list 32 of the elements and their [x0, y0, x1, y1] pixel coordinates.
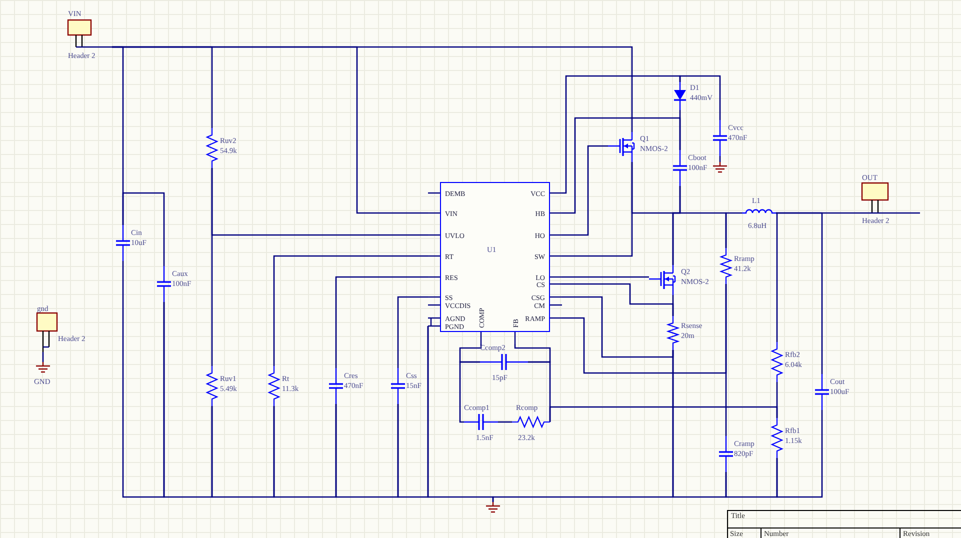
wire	[719, 156, 721, 162]
wire	[679, 75, 721, 120]
wire	[679, 110, 681, 150]
wire	[42, 352, 44, 362]
wire	[211, 168, 428, 236]
wire	[562, 145, 608, 236]
wire	[776, 212, 858, 214]
wire	[725, 284, 727, 436]
wire	[273, 255, 428, 366]
wire	[163, 302, 213, 498]
wire	[122, 261, 165, 498]
wire	[335, 276, 428, 368]
wire	[498, 421, 512, 423]
wire	[562, 296, 674, 358]
wire	[273, 404, 337, 498]
wire	[211, 406, 275, 498]
wire	[335, 404, 399, 498]
wire	[562, 75, 681, 194]
wire	[776, 410, 823, 498]
wire	[397, 296, 428, 368]
wire	[562, 283, 674, 316]
wire	[112, 46, 633, 132]
wire	[459, 344, 482, 363]
wire	[514, 344, 551, 363]
wire	[562, 276, 649, 278]
wire	[549, 406, 778, 422]
wire	[776, 212, 778, 342]
wire	[459, 361, 480, 423]
wire	[562, 117, 681, 214]
wire	[725, 212, 742, 248]
wire	[672, 212, 727, 265]
wire	[122, 192, 165, 266]
